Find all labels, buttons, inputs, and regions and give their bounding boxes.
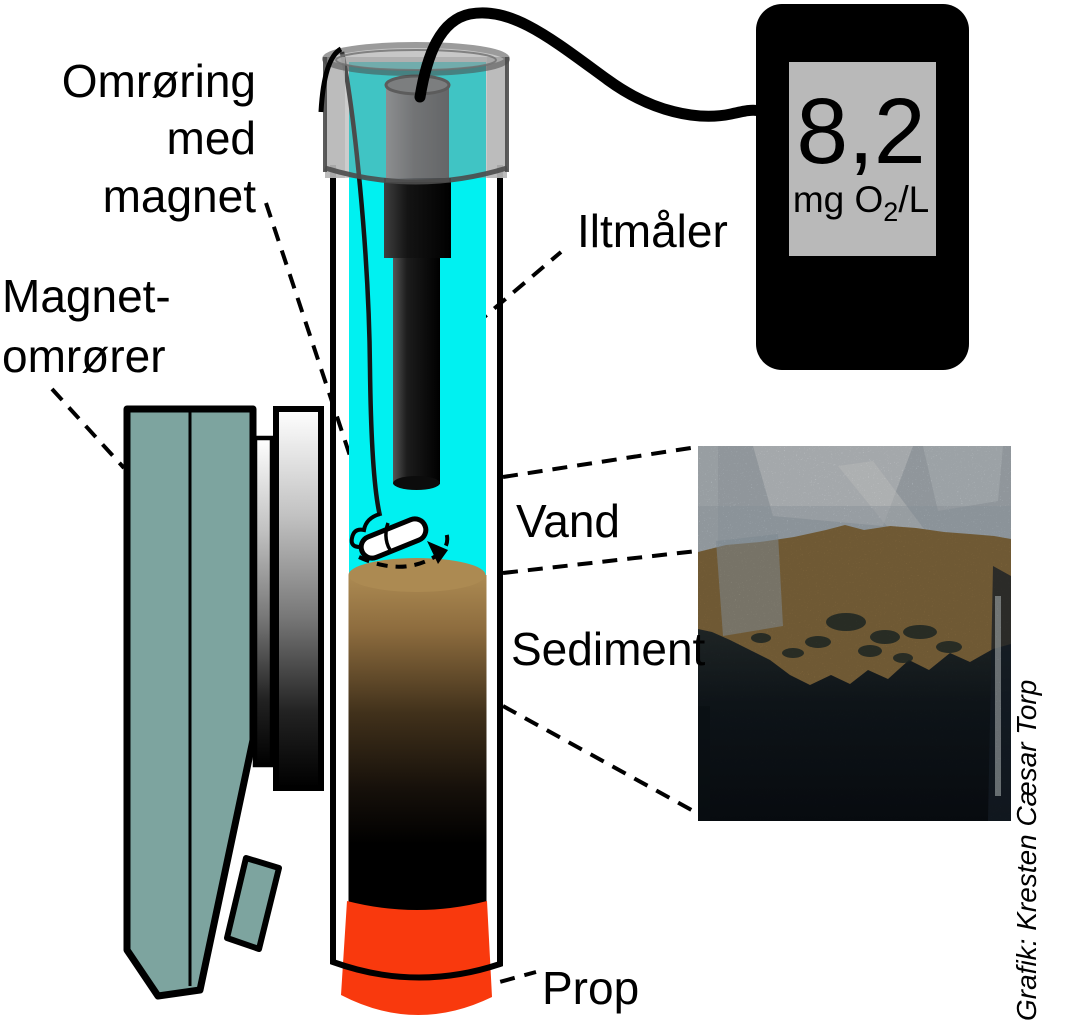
probe-tip [393, 476, 440, 490]
cap-right-wall [487, 57, 507, 178]
magnet-string [339, 51, 383, 517]
cap-bottom-rim [324, 165, 508, 185]
label-oxygen-meter: Iltmåler [577, 205, 728, 257]
stirrer-roller-large [273, 406, 324, 791]
probe-cable [414, 7, 765, 122]
label-stirrer-line2: omrører [2, 330, 166, 382]
rotation-arrow-icon [427, 541, 448, 564]
probe-grip [384, 178, 451, 258]
label-sediment: Sediment [511, 623, 706, 675]
leader-line-photo-sand [502, 549, 698, 575]
meter-unit: mg O2/L [793, 179, 929, 227]
label-stirrer-line1: Magnet- [2, 270, 171, 322]
label-stirring-line3: magnet [103, 170, 257, 222]
meter-unit-prefix: mg O [793, 179, 883, 220]
leader-line-photo-water [502, 445, 698, 479]
leader-line-magnet [264, 202, 370, 511]
label-stirring-line2: med [167, 112, 256, 164]
label-water: Vand [516, 495, 620, 547]
meter-reading: 8,2 [796, 79, 925, 183]
meter-screen [789, 62, 936, 256]
sample-tube [318, 42, 510, 1016]
magnet-string-wrap [384, 522, 394, 554]
tube-sediment [348, 575, 487, 920]
leader-line-photo-sediment [502, 704, 698, 815]
sediment-photo-inset [698, 446, 1011, 821]
cap-left-wall [325, 57, 345, 178]
stirrer-roller-small [252, 435, 275, 768]
oxygen-meter-device: 8,2 mg O2/L [756, 4, 969, 370]
magnet-string-hook [349, 512, 381, 549]
credit-text: Grafik: Kresten Cæsar Torp [1011, 680, 1042, 1021]
stirrer-foot [224, 855, 282, 952]
tube-stopper [341, 901, 492, 1016]
probe-shaft [393, 258, 440, 484]
stir-magnet-capsule [358, 516, 429, 561]
cap-front [345, 57, 487, 178]
stir-magnet [358, 516, 429, 561]
magnet-string-outside [318, 46, 343, 113]
magnetic-stirrer [123, 405, 324, 1000]
tube-glass-outline [330, 165, 503, 981]
label-stirring-line1: Omrøring [62, 55, 256, 107]
label-stopper: Prop [542, 962, 639, 1014]
photo-grain-texture [698, 446, 1011, 821]
meter-unit-suffix: /L [898, 179, 929, 220]
meter-unit-subscript: 2 [883, 197, 898, 227]
tube-cap [322, 42, 510, 185]
leader-line-stirrer [50, 387, 126, 470]
